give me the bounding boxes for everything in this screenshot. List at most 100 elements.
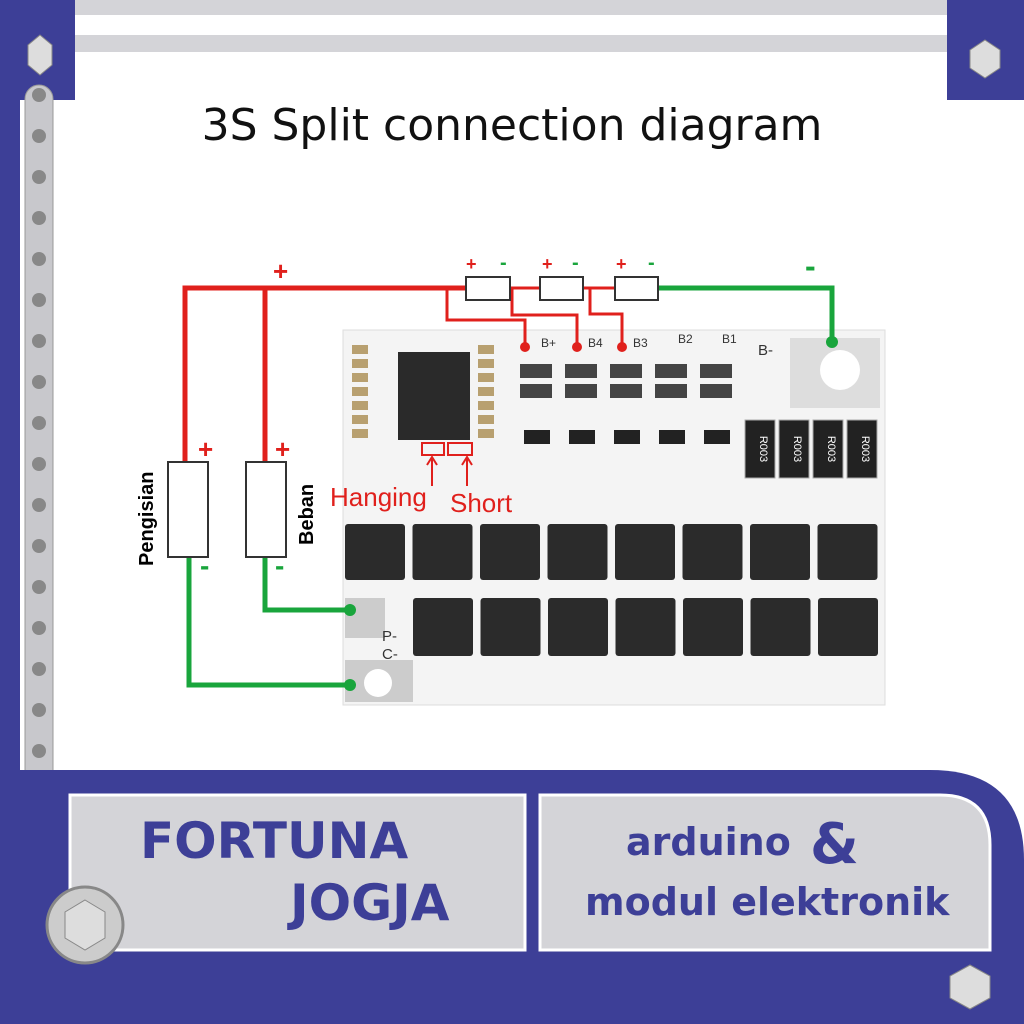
mosfet (480, 598, 541, 656)
smd-part (352, 401, 368, 410)
minus-sign: - (275, 550, 285, 581)
shunt-resistor (778, 419, 810, 479)
chain-link (32, 416, 46, 430)
shunt-resistor (812, 419, 844, 479)
plus-sign: + (542, 254, 553, 274)
smd-part (610, 364, 642, 378)
chain-link (32, 375, 46, 389)
transistor (614, 430, 640, 444)
battery-cells (167, 276, 659, 558)
chain-link (32, 293, 46, 307)
minus-sign: - (200, 550, 210, 581)
smd-part (478, 415, 494, 424)
short-label: Short (450, 488, 513, 518)
mosfet (480, 524, 540, 580)
mosfet (817, 524, 878, 580)
mosfet (412, 524, 473, 580)
pcb-label: B4 (588, 336, 603, 350)
mosfet (413, 598, 473, 656)
mosfet (547, 524, 608, 580)
cell-2 (539, 276, 584, 301)
smd-part (565, 364, 597, 378)
brand-tag1: arduino (626, 820, 791, 864)
smd-part (352, 415, 368, 424)
brand-tag2: modul elektronik (585, 880, 950, 924)
smd-part (352, 359, 368, 368)
plus-sign: + (275, 434, 291, 464)
load-box (245, 461, 287, 558)
smd-part (478, 429, 494, 438)
mosfet (683, 598, 743, 656)
shunt-resistor (846, 419, 878, 479)
chain-link (32, 580, 46, 594)
chain-link (32, 129, 46, 143)
chain-link (32, 211, 46, 225)
brand-banner (0, 770, 1024, 1024)
chain-link (32, 621, 46, 635)
plus-sign: + (466, 254, 477, 274)
smd-part (478, 359, 494, 368)
smd-part (655, 384, 687, 398)
plus-sign: + (616, 254, 627, 274)
charger-label: Pengisian (136, 471, 158, 566)
pcb-label: B- (758, 342, 773, 359)
positive-wires (182, 285, 624, 465)
ic-chip (398, 352, 470, 440)
pcb-label: B3 (633, 336, 648, 350)
chain-link (32, 457, 46, 471)
smd-part (478, 387, 494, 396)
chain-link (32, 170, 46, 184)
chain-link (32, 662, 46, 676)
resistor-marking: R003 (859, 436, 871, 462)
mosfet (750, 524, 810, 580)
smd-part (478, 401, 494, 410)
chain-link (32, 539, 46, 553)
minus-sign: - (500, 252, 507, 274)
frame (0, 0, 1024, 780)
resistor-marking: R003 (825, 436, 837, 462)
smd-part (352, 345, 368, 354)
chain-link (32, 744, 46, 758)
mosfet (818, 598, 878, 656)
brand-line2: JOGJA (290, 874, 450, 932)
resistor-marking: R003 (757, 436, 769, 462)
pcb-label: B+ (541, 336, 557, 350)
load-label: Beban (296, 483, 318, 545)
transistor (704, 430, 730, 444)
mosfet (615, 598, 676, 656)
brand-line1: FORTUNA (140, 812, 409, 870)
smd-part (520, 384, 552, 398)
bms-pcb: R003 R003 R003 R003 (342, 329, 886, 706)
minus-sign: - (805, 248, 816, 284)
transistor (524, 430, 550, 444)
cell-3 (614, 276, 659, 301)
resistor-marking: R003 (791, 436, 803, 462)
negative-wires (186, 285, 835, 688)
minus-sign: - (572, 252, 579, 274)
pcb-label: B1 (722, 332, 737, 346)
chain-link (32, 703, 46, 717)
plus-sign: + (198, 434, 214, 464)
mosfet (345, 524, 405, 580)
smd-part (352, 373, 368, 382)
smd-part (700, 364, 732, 378)
plus-sign: + (273, 256, 289, 286)
brand-amp: & (810, 812, 859, 877)
mosfet (750, 598, 811, 656)
smd-part (478, 345, 494, 354)
mosfet (548, 598, 608, 656)
smd-part (352, 387, 368, 396)
cell-1 (465, 276, 511, 301)
transistor (659, 430, 685, 444)
page-title: 3S Split connection diagram (201, 100, 823, 151)
charger-box (167, 461, 209, 558)
smd-part (565, 384, 597, 398)
chain-link (32, 334, 46, 348)
mosfet (615, 524, 675, 580)
smd-part (352, 429, 368, 438)
pcb-label: C- (382, 646, 398, 663)
hanging-label: Hanging (330, 482, 427, 512)
pcb-label: B2 (678, 332, 693, 346)
chain-link (32, 88, 46, 102)
